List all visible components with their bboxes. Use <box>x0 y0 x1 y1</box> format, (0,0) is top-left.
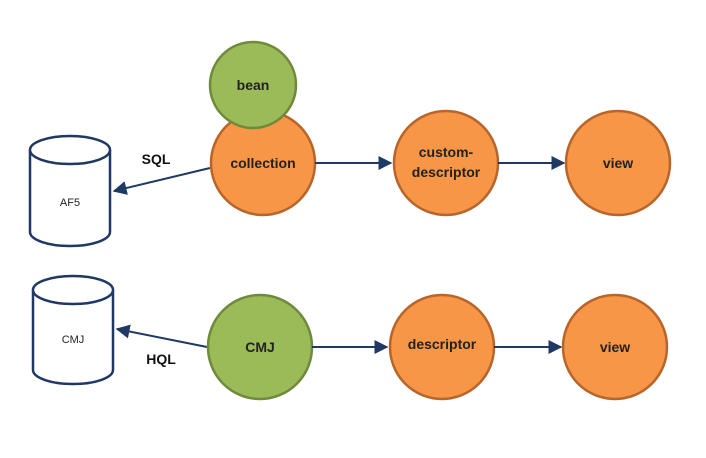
node-custom-descriptor-label-line2: descriptor <box>412 164 481 180</box>
node-view-2-label: view <box>600 339 630 355</box>
node-descriptor: descriptor <box>388 293 496 401</box>
database-cmj-label: CMJ <box>62 334 85 346</box>
node-view-1: view <box>564 109 672 217</box>
node-custom-descriptor-circle <box>392 109 500 217</box>
edge-hql <box>115 324 208 348</box>
node-custom-descriptor-label-line1: custom- <box>419 144 474 160</box>
node-view-1-circle <box>564 109 672 217</box>
edge-hql-label: HQL <box>146 351 176 367</box>
edge-sql <box>112 167 211 195</box>
node-cmj: CMJ <box>206 293 314 401</box>
database-af5-label: AF5 <box>60 197 80 209</box>
node-view-2: view <box>561 293 669 401</box>
node-custom-descriptor: custom- descriptor <box>392 109 500 217</box>
edge-sql-label: SQL <box>142 151 171 167</box>
database-cmj: CMJ <box>31 274 115 386</box>
node-view-2-circle <box>561 293 669 401</box>
node-bean-label: bean <box>237 77 270 93</box>
node-descriptor-label: descriptor <box>408 336 477 352</box>
node-cmj-label: CMJ <box>245 339 275 355</box>
node-bean-circle <box>208 40 298 130</box>
node-bean: bean <box>208 40 298 130</box>
node-collection-label: collection <box>230 155 295 171</box>
database-af5: AF5 <box>28 134 112 248</box>
node-view-1-label: view <box>603 155 633 171</box>
